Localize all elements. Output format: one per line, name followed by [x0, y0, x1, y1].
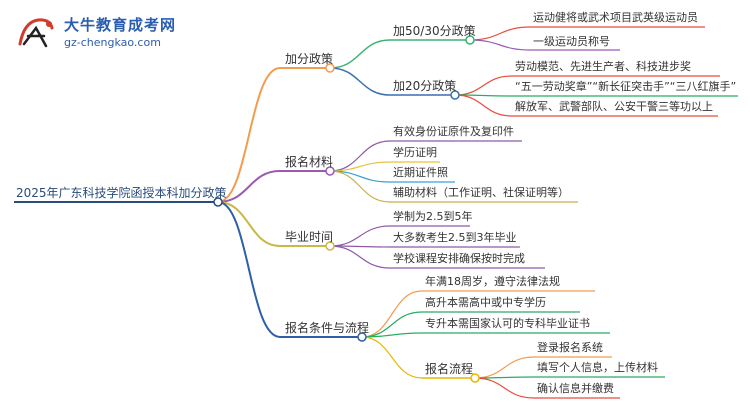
- edge-conditions-leaf-2: [361, 332, 423, 338]
- logo-mark-icon: [18, 18, 54, 48]
- leaf-id-card: 有效身份证原件及复印件: [393, 125, 514, 138]
- edge-graduation-leaf-0: [329, 225, 391, 247]
- leaf-honor-titles: “五一劳动奖章”“新长征突击手”“三八红旗手”: [515, 80, 737, 93]
- leaf-labor-model: 劳动模范、先进生产者、科技进步奖: [515, 60, 691, 73]
- node-registration-process: 报名流程: [425, 362, 474, 376]
- node-dot-process: [470, 373, 480, 383]
- leaf-on-time: 学校课程安排确保按时完成: [393, 252, 525, 265]
- leaf-photo: 近期证件照: [393, 166, 448, 179]
- leaf-age-requirement: 年满18周岁，遵守法律法规: [425, 275, 560, 288]
- edge-process-leaf-2: [474, 377, 535, 399]
- edge-conditions-leaf-3: [361, 336, 423, 379]
- node-dot-root: [213, 197, 223, 207]
- leaf-study-length: 学制为2.5到5年: [393, 210, 473, 223]
- leaf-typical-duration: 大多数考生2.5到3年毕业: [393, 231, 517, 244]
- edge-bonus-1: [329, 67, 391, 96]
- edge-bonus20-leaf-2: [454, 94, 513, 117]
- leaf-military-merit: 解放军、武警部队、公安干警三等功以上: [515, 100, 713, 113]
- branch-conditions-process: 报名条件与流程: [285, 321, 370, 335]
- leaf-zsb-requirement: 专升本需国家认可的专科毕业证书: [425, 317, 590, 330]
- leaf-gsb-requirement: 高升本需高中或中专学历: [425, 296, 546, 309]
- node-dot-branch-0: [325, 63, 335, 73]
- branch-materials: 报名材料: [285, 155, 334, 169]
- edge-graduation-leaf-2: [329, 245, 391, 269]
- edge-bonus-0: [329, 39, 391, 69]
- node-dot-branch-1: [325, 166, 335, 176]
- leaf-athlete-first-class: 一级运动员称号: [533, 35, 610, 48]
- edge-root-branch-2: [217, 201, 281, 247]
- branch-graduation-time: 毕业时间: [285, 230, 334, 244]
- leaf-diploma-proof: 学历证明: [393, 146, 437, 159]
- branch-bonus-policy: 加分政策: [285, 52, 334, 66]
- leaf-supporting-docs: 辅助材料（工作证明、社保证明等）: [393, 186, 569, 199]
- node-dot-branch-2: [325, 241, 335, 251]
- node-bonus-20: 加20分政策: [393, 79, 457, 93]
- edge-materials-leaf-3: [329, 170, 391, 203]
- site-logo[interactable]: 大牛教育成考网 gz-chengkao.com: [16, 12, 216, 54]
- node-dot-branch-3: [357, 332, 367, 342]
- edge-bonus20-leaf-0: [454, 75, 513, 96]
- leaf-login-system: 登录报名系统: [537, 341, 603, 354]
- edge-root-branch-0: [217, 67, 281, 203]
- leaf-confirm-pay: 确认信息并缴费: [537, 382, 614, 395]
- logo-title: 大牛教育成考网: [64, 16, 177, 34]
- edge-conditions-leaf-0: [361, 290, 423, 338]
- edge-root-branch-1: [217, 170, 281, 203]
- leaf-fill-info: 填写个人信息，上传材料: [537, 361, 658, 374]
- node-bonus-50-30: 加50/30分政策: [393, 24, 476, 38]
- node-dot-bonus50: [465, 35, 475, 45]
- leaf-athlete-elite: 运动健将或武术项目武英级运动员: [533, 11, 698, 24]
- edge-bonus50-leaf-0: [469, 26, 531, 41]
- node-dot-bonus20: [450, 90, 460, 100]
- edge-root-branch-3: [217, 201, 281, 338]
- logo-url: gz-chengkao.com: [64, 36, 161, 49]
- edge-bonus50-leaf-1: [469, 39, 531, 51]
- mindmap-root: 2025年广东科技学院函授本科加分政策: [16, 186, 227, 200]
- edge-process-leaf-0: [474, 356, 535, 379]
